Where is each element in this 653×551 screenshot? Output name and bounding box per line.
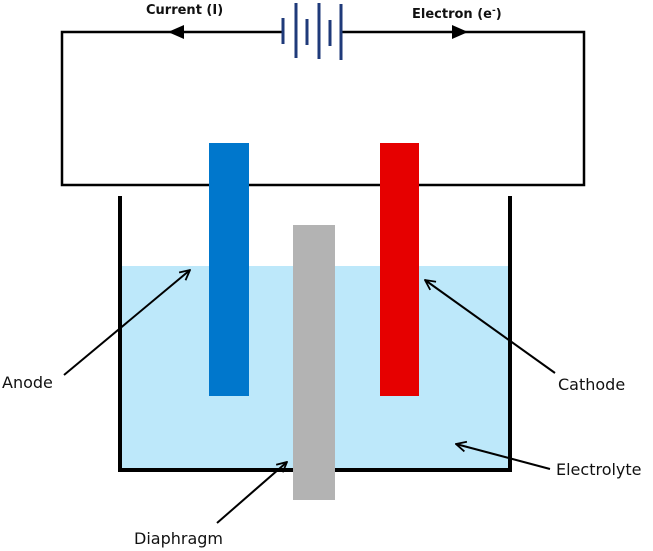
diaphragm-membrane bbox=[293, 225, 335, 500]
current-label: Current (I) bbox=[146, 3, 223, 18]
cathode-label: Cathode bbox=[558, 375, 625, 394]
diaphragm-pointer-arrow bbox=[216, 462, 287, 524]
electron-label: Electron (e-) bbox=[412, 6, 502, 22]
electrolyte-label: Electrolyte bbox=[556, 460, 642, 479]
anode-electrode bbox=[209, 143, 249, 396]
diaphragm-label: Diaphragm bbox=[134, 529, 223, 548]
anode-label: Anode bbox=[2, 373, 53, 392]
circuit-wire bbox=[60, 30, 586, 187]
electron-label-base: Electron (e bbox=[412, 7, 492, 22]
electron-arrow-icon bbox=[452, 25, 468, 39]
cathode-pointer-arrow bbox=[425, 280, 556, 374]
electrolyte-pointer-arrow bbox=[456, 444, 551, 470]
battery-icon bbox=[281, 3, 343, 60]
anode-pointer-arrow bbox=[63, 270, 190, 376]
cathode-electrode bbox=[380, 143, 419, 396]
electron-label-close: ) bbox=[496, 7, 502, 22]
electron-label-sup: - bbox=[492, 6, 496, 16]
current-arrow-icon bbox=[168, 25, 184, 39]
